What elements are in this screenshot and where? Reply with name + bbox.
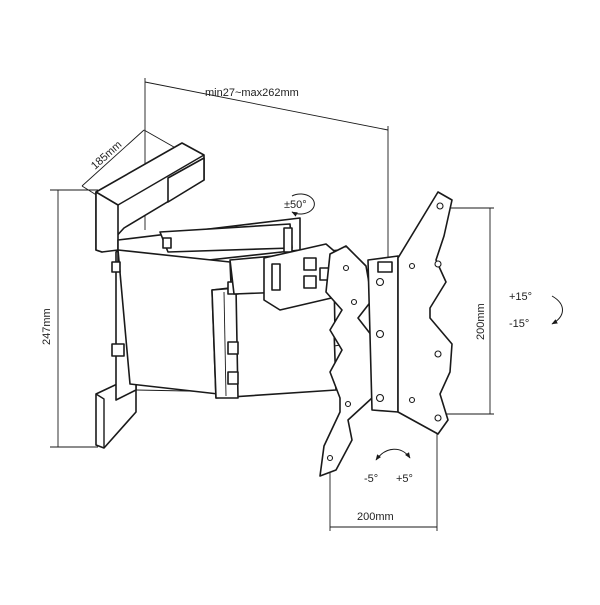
rotate-right-label: +5° [396,473,413,485]
first-arm-post [283,227,293,253]
second-arm-knuckle-mid [227,341,239,355]
second-arm-knuckle-bottom [227,371,239,385]
adapter-hole-4 [326,454,334,462]
rotate-left-label: -5° [364,473,378,485]
center-bar-cap [377,261,393,273]
tilt-indicator: +15° -15° [509,291,563,330]
wall-width-label: 185mm [89,139,124,172]
wall-width-line [81,129,145,187]
first-arm-nub-bottom [111,343,125,357]
vesa-hole-lower [434,350,442,358]
wall-plate-top-tab [167,157,205,203]
vesa-hole-upper [434,260,442,268]
vesa-hole-inner-1 [408,262,416,270]
first-arm-nub-top [111,261,121,273]
vesa-hole-bottom [434,414,442,422]
first-arm [111,217,301,397]
vesa-vertical-label: 200mm [475,303,487,340]
swivel-indicator: ±50° [284,193,315,217]
second-arm-hinge-line [223,291,227,397]
center-bar-bolt-top [375,277,385,287]
second-arm [211,249,343,399]
center-bar-bolt-bottom [375,393,385,403]
adapter-hole-2 [350,298,358,306]
wall-plate-top-side [95,191,119,253]
adapter-hole-3 [344,400,352,408]
vesa-hole-inner-2 [408,396,416,404]
arm-extension-label: min27~max262mm [205,87,299,99]
first-arm-beam [159,223,293,253]
tilt-window-2 [303,275,317,289]
adapter-hole-1 [342,264,350,272]
wall-plate-bottom-edge [95,393,105,448]
vesa-horizontal-dimension: 200mm [329,434,438,531]
arm-extension-line [144,81,389,131]
rotation-arrow-icon [375,448,411,461]
vesa-plate-right [397,191,453,435]
wall-plate-top-edge [117,154,205,206]
tilt-window-1 [303,257,317,271]
wall-height-label: 247mm [41,308,53,345]
vesa-horizontal-label: 200mm [357,511,394,523]
tilt-arrow-icon [551,295,563,325]
vesa-hole-top [436,202,444,210]
first-arm-pin [162,237,172,249]
rotation-indicator: -5° +5° [364,448,413,485]
wall-plate-height-dimension: 247mm [41,189,98,448]
swivel-arrow-icon [291,193,315,217]
tilt-head-pin [271,263,281,291]
tilt-down-label: -15° [509,318,529,330]
vesa-plate [319,191,453,477]
swivel-label: ±50° [284,199,307,211]
tilt-up-label: +15° [509,291,532,303]
center-bar-bolt-mid [375,329,385,339]
arm-extension-dimension: min27~max262mm [144,78,389,262]
